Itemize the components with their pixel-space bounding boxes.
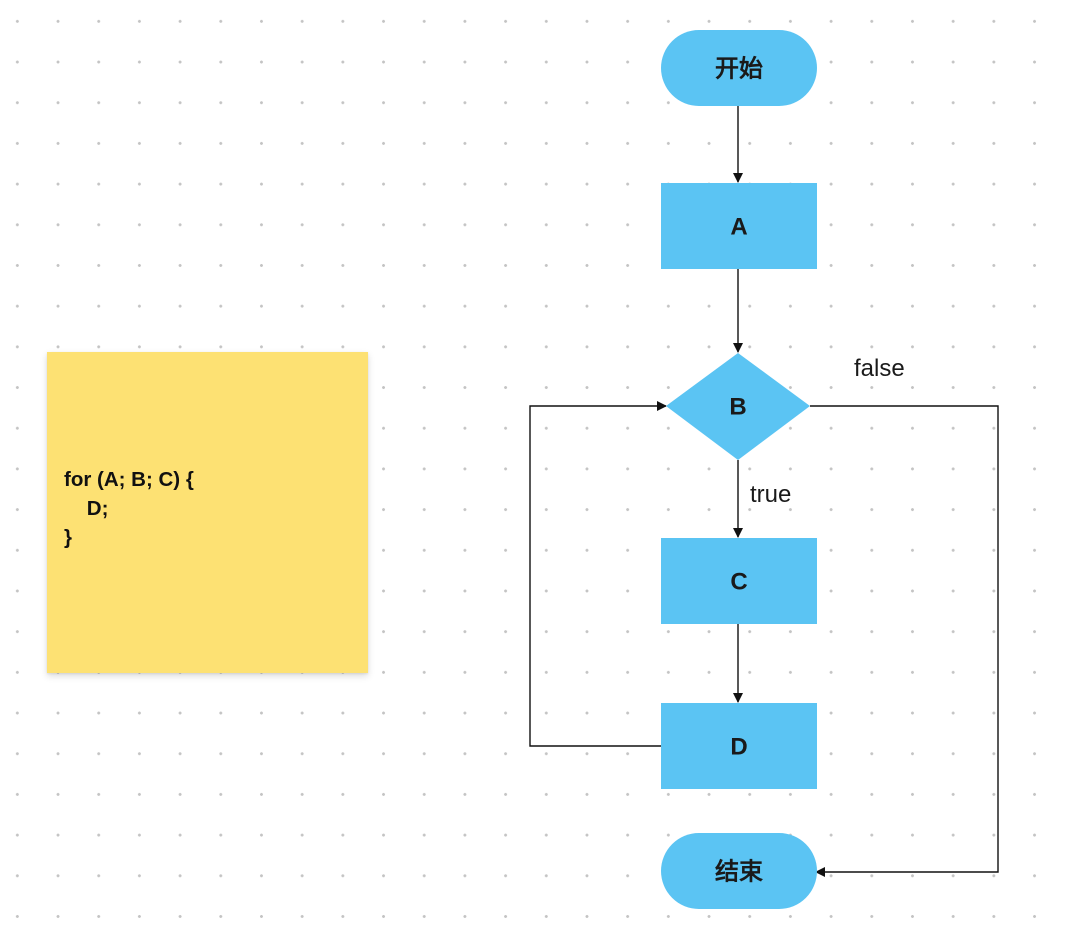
sticky-note[interactable]: for (A; B; C) { D; } <box>47 352 368 673</box>
node-end-label: 结束 <box>715 859 764 886</box>
edge-b-false-to-end <box>810 405 999 877</box>
node-b-label: B <box>729 394 746 421</box>
node-start-label: 开始 <box>715 56 763 83</box>
node-b[interactable]: B <box>666 353 810 460</box>
node-d-label: D <box>730 734 747 761</box>
node-c[interactable]: C <box>661 538 817 624</box>
edge-label-true: true <box>750 481 791 508</box>
sticky-note-code: for (A; B; C) { D; } <box>64 468 194 549</box>
edge-d-loop-to-b <box>529 401 667 747</box>
node-a-label: A <box>730 214 747 241</box>
node-a[interactable]: A <box>661 183 817 269</box>
node-end[interactable]: 结束 <box>661 833 817 909</box>
node-start[interactable]: 开始 <box>661 30 817 106</box>
edge-label-false: false <box>854 355 905 382</box>
node-d[interactable]: D <box>661 703 817 789</box>
node-c-label: C <box>730 569 747 596</box>
